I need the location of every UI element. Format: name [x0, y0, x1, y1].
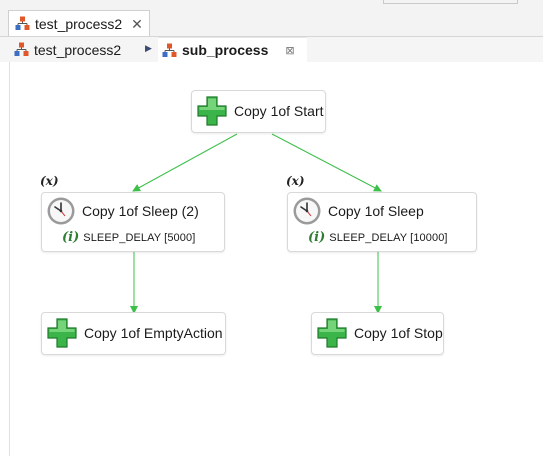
node-empty-action[interactable]: Copy 1of EmptyAction [41, 312, 226, 355]
breadcrumb-label: sub_process [182, 42, 269, 58]
connector-start-sleep [271, 133, 382, 192]
breadcrumb-label: test_process2 [34, 41, 122, 58]
node-label: Copy 1of Sleep [328, 203, 424, 219]
process-icon [15, 16, 30, 31]
variable-marker-icon: (x) [286, 174, 305, 188]
node-label: Copy 1of Start [234, 103, 324, 119]
node-stop[interactable]: Copy 1of Stop [311, 312, 444, 355]
window-top-strip [0, 0, 543, 10]
close-icon[interactable]: ⊠ [285, 44, 295, 57]
green-plus-icon [196, 95, 228, 127]
breadcrumb: test_process2 ▶ sub_process ⊠ [0, 37, 543, 62]
node-parameter: SLEEP_DELAY [5000] [83, 231, 196, 244]
variable-marker-icon: (x) [40, 174, 59, 188]
canvas-left-border [9, 62, 10, 456]
green-plus-icon [46, 317, 78, 349]
clock-icon [292, 196, 322, 226]
process-icon [14, 42, 29, 57]
green-plus-icon [316, 317, 348, 349]
connector-start-sleep2 [132, 133, 238, 192]
connectors [130, 133, 382, 314]
node-sleep[interactable]: Copy 1of Sleep (i) SLEEP_DELAY [10000] [287, 192, 477, 252]
node-label: Copy 1of EmptyAction [84, 325, 223, 341]
node-sleep-2[interactable]: Copy 1of Sleep (2) (i) SLEEP_DELAY [5000… [41, 192, 225, 252]
node-start[interactable]: Copy 1of Start [191, 90, 326, 133]
info-icon: (i) [62, 230, 80, 245]
info-icon: (i) [308, 230, 326, 245]
clock-icon [46, 196, 76, 226]
node-parameter: SLEEP_DELAY [10000] [329, 231, 448, 244]
close-icon[interactable]: ✕ [131, 15, 143, 32]
diagram-canvas[interactable]: Copy 1of Start (x) Copy 1of Sleep (2) (i… [0, 62, 543, 456]
node-label: Copy 1of Stop [354, 325, 443, 341]
toolbar-edge [383, 0, 518, 4]
node-label: Copy 1of Sleep (2) [82, 203, 199, 219]
tab-label: test_process2 [35, 15, 123, 32]
editor-tab-bar: test_process2 ✕ [0, 10, 543, 37]
process-icon [162, 43, 177, 58]
breadcrumb-separator-icon: ▶ [145, 43, 152, 53]
tab-test-process2[interactable]: test_process2 ✕ [8, 10, 150, 36]
breadcrumb-item-test-process2[interactable]: test_process2 [14, 37, 121, 62]
breadcrumb-item-sub-process[interactable]: sub_process ⊠ [158, 37, 307, 62]
